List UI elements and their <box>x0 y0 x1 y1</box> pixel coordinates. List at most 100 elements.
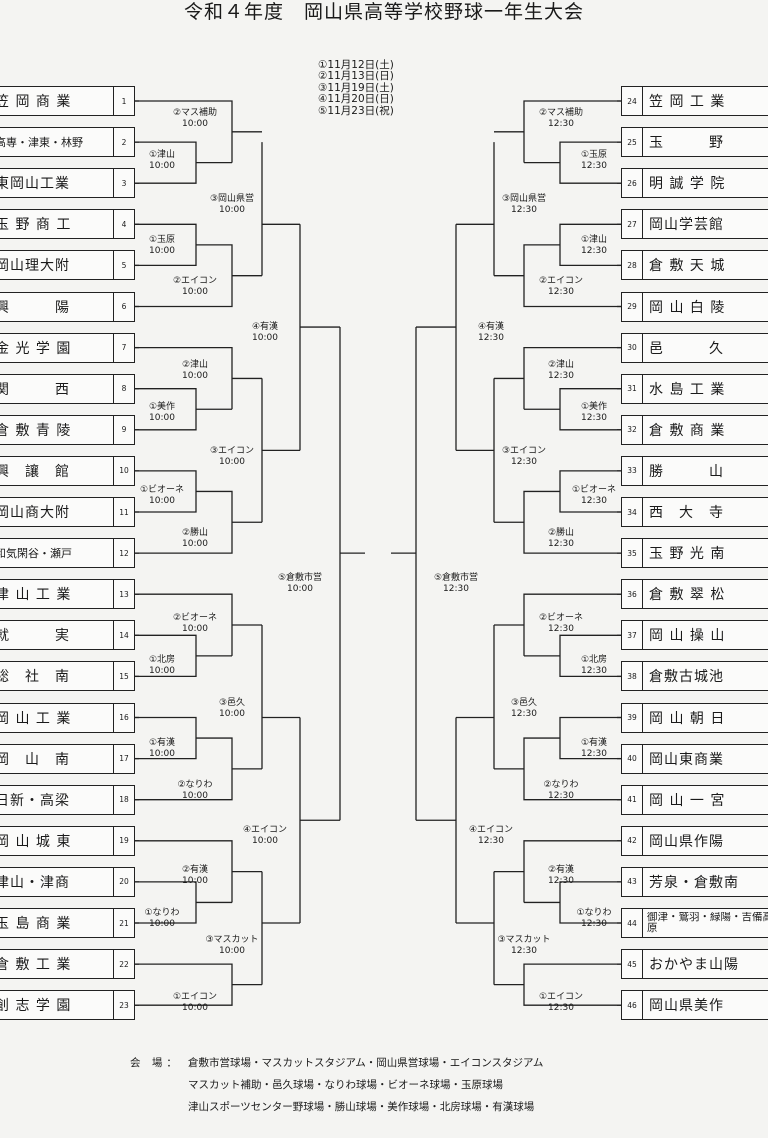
venue-list: 会 場： 倉敷市営球場・マスカットスタジアム・岡山県営球場・エイコンスタジアム … <box>130 1052 750 1118</box>
team-name: 岡山理大附 <box>0 258 70 275</box>
team-name: 高専・津東・林野 <box>0 136 83 150</box>
team-number: 10 <box>113 456 134 485</box>
team-name: 岡 山 南 <box>0 751 70 768</box>
team-number: 17 <box>113 744 134 773</box>
team-number: 11 <box>113 498 134 526</box>
team-name: 芳泉・倉敷南 <box>649 874 739 891</box>
team-entry: 笠 岡 商 業 1 <box>0 86 135 116</box>
game-label: ⑤倉敷市営 12:30 <box>433 573 479 594</box>
game-label: ②エイコン 12:30 <box>538 276 584 297</box>
team-name: 岡山県作陽 <box>649 833 724 850</box>
game-label: ①美作 12:30 <box>580 402 608 423</box>
team-name: 就 実 <box>0 628 70 645</box>
team-number: 27 <box>622 210 643 239</box>
team-entry: 41 岡 山 一 宮 <box>621 784 768 815</box>
team-entry: 岡山商大附 11 <box>0 497 135 527</box>
game-label: ②マス補助 12:30 <box>538 108 584 129</box>
team-name: 金 光 学 園 <box>0 340 72 357</box>
team-name: 津 山 工 業 <box>0 587 72 604</box>
team-number: 41 <box>622 785 643 814</box>
team-name: 笠 岡 商 業 <box>0 94 72 110</box>
team-entry: 岡 山 城 東 19 <box>0 825 135 856</box>
round-dates: ①11月12日(土) ②11月13日(日) ③11月19日(土) ④11月20日… <box>318 59 438 117</box>
game-label: ③マスカット 10:00 <box>205 935 259 956</box>
team-name: 岡山学芸館 <box>649 217 724 234</box>
page-title: 令和４年度 岡山県高等学校野球一年生大会 <box>183 1 584 23</box>
team-entry: 津 山 工 業 13 <box>0 579 135 610</box>
team-name: 勝 山 <box>649 463 724 480</box>
game-label: ②勝山 12:30 <box>547 528 575 549</box>
game-label: ③岡山県営 10:00 <box>209 194 255 215</box>
team-number: 7 <box>113 333 134 362</box>
team-entry: 42 岡山県作陽 <box>621 825 768 856</box>
team-name: 倉 敷 天 城 <box>649 258 726 275</box>
game-label: ②なりわ 12:30 <box>543 780 579 801</box>
game-label: ③マスカット 12:30 <box>497 935 551 956</box>
game-label: ①玉原 12:30 <box>580 150 608 171</box>
team-name: 岡 山 城 東 <box>0 833 72 850</box>
team-name: 岡山東商業 <box>649 751 724 768</box>
team-name: 岡山商大附 <box>0 505 70 521</box>
game-label: ①北房 10:00 <box>148 655 176 676</box>
round-date: ③11月19日(土) <box>318 81 394 94</box>
team-number: 42 <box>622 826 643 855</box>
venue-line: 倉敷市営球場・マスカットスタジアム・岡山県営球場・エイコンスタジアム <box>188 1057 544 1069</box>
team-number: 1 <box>113 87 134 115</box>
team-number: 19 <box>113 826 134 855</box>
bracket-line <box>523 346 621 410</box>
team-number: 36 <box>622 580 643 609</box>
team-entry: 27 岡山学芸館 <box>621 209 768 240</box>
team-number: 9 <box>113 415 134 444</box>
team-name: 関 西 <box>0 381 70 398</box>
team-entry: 高専・津東・林野 2 <box>0 127 135 158</box>
team-number: 26 <box>622 169 643 198</box>
team-name: 笠 岡 工 業 <box>649 94 726 110</box>
team-name: 西 大 寺 <box>649 505 724 521</box>
team-number: 16 <box>113 703 134 732</box>
team-number: 3 <box>113 169 134 198</box>
team-name: 倉 敷 翠 松 <box>649 587 726 604</box>
team-number: 46 <box>622 991 643 1020</box>
game-label: ③岡山県営 12:30 <box>501 194 547 215</box>
team-name: 岡 山 一 宮 <box>649 792 726 809</box>
team-number: 23 <box>113 991 134 1020</box>
team-name: 倉敷古城池 <box>649 669 724 686</box>
bracket-line <box>135 346 233 410</box>
team-number: 38 <box>622 662 643 691</box>
team-entry: 岡 山 南 17 <box>0 743 135 774</box>
team-name: 水 島 工 業 <box>649 381 726 398</box>
team-name: 興 讓 館 <box>0 463 70 480</box>
team-number: 45 <box>622 950 643 979</box>
team-number: 13 <box>113 580 134 609</box>
team-name: 興 陽 <box>0 299 70 316</box>
team-number: 32 <box>622 415 643 444</box>
team-number: 2 <box>113 128 134 157</box>
round-date: ②11月13日(日) <box>318 70 394 83</box>
game-label: ②勝山 10:00 <box>181 528 209 549</box>
team-number: 22 <box>113 950 134 979</box>
team-name: 岡 山 操 山 <box>649 628 726 645</box>
game-label: ②ビオーネ 10:00 <box>172 613 218 634</box>
game-label: ②有漢 12:30 <box>547 865 575 886</box>
team-number: 29 <box>622 292 643 321</box>
team-number: 8 <box>113 374 134 403</box>
round-date: ①11月12日(土) <box>318 59 394 71</box>
